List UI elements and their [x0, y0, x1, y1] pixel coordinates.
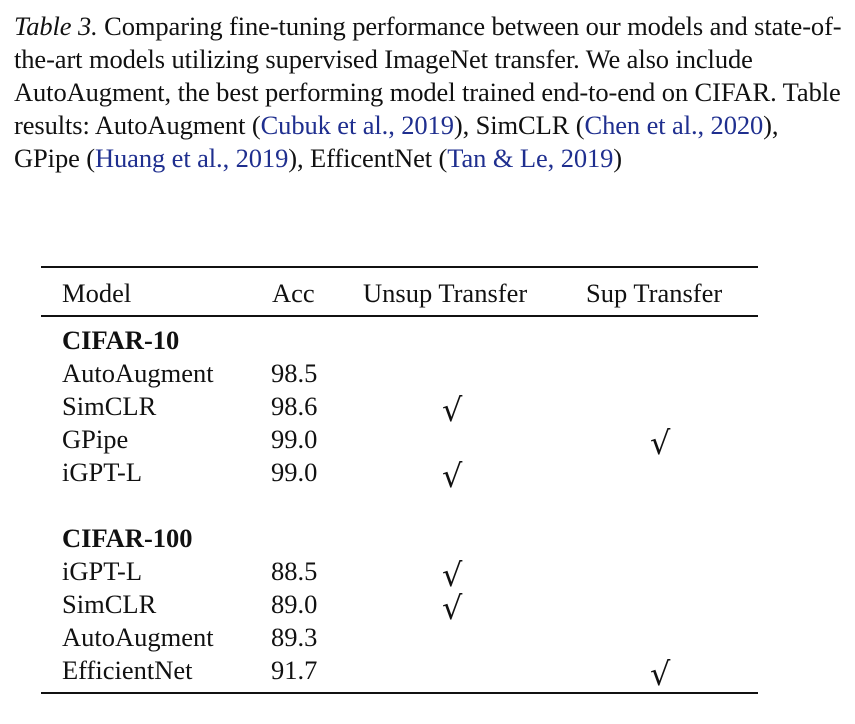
table-cell-acc: 89.3 [271, 622, 318, 652]
citation-link-chen[interactable]: Chen et al., 2020 [584, 110, 764, 140]
column-header-acc: Acc [272, 278, 315, 308]
table-cell-model: GPipe [62, 424, 129, 454]
citation-link-tan-le[interactable]: Tan & Le, 2019 [447, 143, 614, 173]
table-cell-model: iGPT-L [62, 457, 143, 487]
caption-text: ), GPipe ( [14, 110, 779, 173]
table-cell-acc: 98.5 [271, 358, 318, 388]
unsup-transfer-check-icon: √ [442, 457, 463, 495]
table-caption: Table 3. Comparing fine-tuning performan… [14, 10, 844, 175]
table-cell-model: SimCLR [62, 589, 157, 619]
caption-text: ) [613, 143, 623, 173]
table-header-rule [41, 315, 758, 317]
group-heading: CIFAR-100 [62, 523, 193, 553]
unsup-transfer-check-icon: √ [442, 556, 463, 594]
caption-text: ), EfficentNet ( [288, 143, 448, 173]
sup-transfer-check-icon: √ [650, 655, 671, 693]
citation-link-cubuk[interactable]: Cubuk et al., 2019 [260, 110, 454, 140]
column-header-unsup-transfer: Unsup Transfer [363, 278, 528, 308]
table-top-rule [41, 266, 758, 268]
table-cell-model: AutoAugment [62, 622, 214, 652]
table-cell-acc: 98.6 [271, 391, 318, 421]
column-header-sup-transfer: Sup Transfer [586, 278, 723, 308]
table-cell-model: EfficientNet [62, 655, 193, 685]
citation-link-huang[interactable]: Huang et al., 2019 [95, 143, 289, 173]
table-cell-acc: 88.5 [271, 556, 318, 586]
table-cell-acc: 99.0 [271, 457, 318, 487]
table-cell-acc: 91.7 [271, 655, 318, 685]
caption-text: Comparing fine-tuning performance betwee… [14, 11, 842, 140]
table-cell-acc: 89.0 [271, 589, 318, 619]
table-bottom-rule [41, 692, 758, 694]
table-cell-model: SimCLR [62, 391, 157, 421]
caption-label: Table 3. [14, 11, 98, 41]
column-header-model: Model [62, 278, 132, 308]
table-cell-acc: 99.0 [271, 424, 318, 454]
sup-transfer-check-icon: √ [650, 424, 671, 462]
caption-text: ), SimCLR ( [453, 110, 585, 140]
table-cell-model: AutoAugment [62, 358, 214, 388]
unsup-transfer-check-icon: √ [442, 391, 463, 429]
table-cell-model: iGPT-L [62, 556, 143, 586]
group-heading: CIFAR-10 [62, 325, 180, 355]
unsup-transfer-check-icon: √ [442, 589, 463, 627]
